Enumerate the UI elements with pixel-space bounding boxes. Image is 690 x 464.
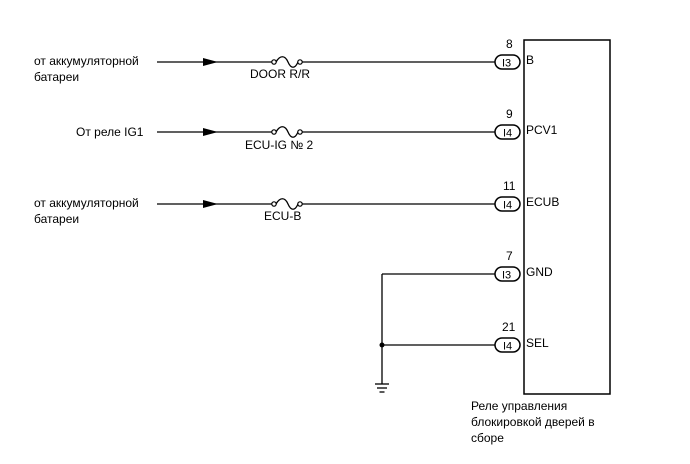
junction-dot — [379, 342, 385, 348]
pin-name-gnd: GND — [526, 265, 553, 279]
pin-number-7: 7 — [506, 249, 513, 263]
ground-icon — [375, 383, 389, 393]
fuse-label-ecu-ig2: ECU-IG № 2 — [245, 138, 314, 152]
pin-number-21: 21 — [502, 320, 516, 334]
fuse-icon — [271, 198, 303, 210]
pin-name-pcv1: PCV1 — [526, 123, 558, 137]
pin-number-9: 9 — [506, 107, 513, 121]
connector-label-pin-9: I4 — [503, 128, 512, 140]
fuse-icon — [271, 56, 303, 68]
component-label-line2: блокировкой дверей в — [471, 415, 595, 429]
arrow-icon — [203, 128, 218, 136]
connector-icon — [494, 54, 521, 70]
source-battery-1-line1: от аккумуляторной — [34, 54, 139, 68]
pin-name-b: B — [526, 53, 534, 67]
connector-label-pin-7: I3 — [502, 270, 511, 282]
connector-label-pin-21: I4 — [503, 341, 512, 353]
pin-number-11: 11 — [503, 179, 516, 193]
source-relay-ig1: От реле IG1 — [76, 125, 144, 139]
pin-name-sel: SEL — [526, 336, 549, 350]
component-label-line1: Реле управления — [471, 399, 567, 413]
pin-number-8: 8 — [506, 37, 513, 51]
connector-icon — [494, 124, 521, 140]
fuse-icon — [271, 126, 303, 138]
door-lock-relay-box — [523, 39, 611, 395]
source-battery-2-line2: батареи — [34, 212, 79, 226]
fuse-label-door-rr: DOOR R/R — [250, 67, 310, 81]
arrow-icon — [203, 58, 218, 66]
fuse-label-ecu-b: ECU-B — [264, 209, 301, 223]
arrow-icon — [203, 200, 218, 208]
pin-name-ecub: ECUB — [526, 195, 559, 209]
component-label-line3: сборе — [471, 431, 504, 445]
connector-icon — [494, 266, 521, 282]
connector-label-pin-8: I3 — [502, 58, 511, 70]
source-battery-1-line2: батареи — [34, 70, 79, 84]
connector-label-pin-11: I4 — [503, 200, 512, 212]
connector-icon — [494, 337, 521, 353]
source-battery-2-line1: от аккумуляторной — [34, 196, 139, 210]
connector-icon — [494, 196, 521, 212]
